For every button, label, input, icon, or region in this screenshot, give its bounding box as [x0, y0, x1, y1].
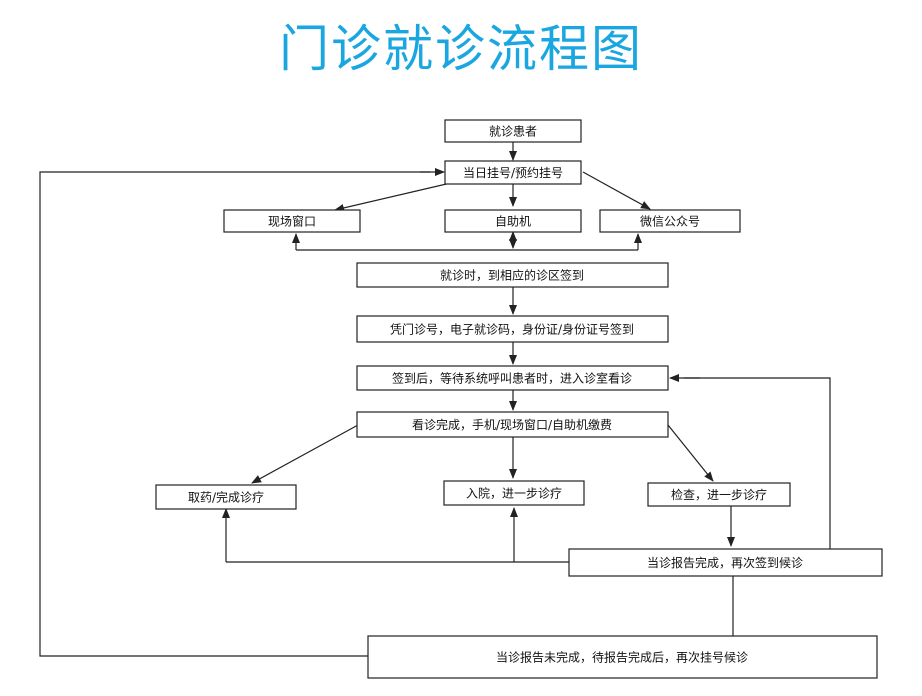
arrow-register-to-wechat: [582, 171, 651, 210]
node-register-label: 当日挂号/预约挂号: [463, 165, 563, 180]
node-wechat: 微信公众号: [599, 209, 741, 233]
node-window: 现场窗口: [223, 209, 361, 233]
node-checkin-id-label: 凭门诊号，电子就诊码，身份证/身份证号签到: [390, 322, 634, 337]
node-kiosk-label: 自助机: [495, 215, 531, 229]
node-window-label: 现场窗口: [268, 215, 316, 229]
node-hospitalize: 入院，进一步诊疗: [443, 480, 585, 506]
node-pay-label: 看诊完成，手机/现场窗口/自助机缴费: [412, 417, 612, 432]
node-kiosk: 自助机: [444, 209, 582, 233]
arrow-register-to-window: [334, 181, 456, 212]
pending-return-line: [39, 171, 430, 657]
node-report-done-label: 当诊报告完成，再次签到候诊: [647, 555, 803, 570]
node-medicine-label: 取药/完成诊疗: [188, 490, 264, 505]
report-to-wait-line: [684, 377, 831, 549]
node-hospitalize-label: 入院，进一步诊疗: [466, 487, 562, 501]
node-checkin-area-label: 就诊时，到相应的诊区签到: [440, 268, 584, 283]
node-report-done: 当诊报告完成，再次签到候诊: [568, 548, 883, 577]
node-wechat-label: 微信公众号: [640, 215, 700, 229]
page-title: 门诊就诊流程图: [279, 20, 643, 78]
node-checkin-area: 就诊时，到相应的诊区签到: [356, 262, 669, 288]
node-wait-call-label: 签到后，等待系统呼叫患者时，进入诊室看诊: [392, 371, 632, 386]
node-medicine: 取药/完成诊疗: [155, 484, 297, 510]
node-report-pending: 当诊报告未完成，待报告完成后，再次挂号候诊: [367, 635, 878, 679]
node-report-pending-label: 当诊报告未完成，待报告完成后，再次挂号候诊: [496, 650, 748, 665]
node-checkin-id: 凭门诊号，电子就诊码，身份证/身份证号签到: [356, 315, 669, 343]
node-register: 当日挂号/预约挂号: [444, 160, 582, 185]
arrow-pay-to-medicine: [251, 424, 359, 484]
node-patient-label: 就诊患者: [489, 125, 537, 139]
connectors: [39, 142, 831, 657]
node-patient: 就诊患者: [444, 119, 582, 143]
node-exam-label: 检查，进一步诊疗: [671, 487, 767, 502]
node-wait-call: 签到后，等待系统呼叫患者时，进入诊室看诊: [356, 365, 669, 391]
node-pay: 看诊完成，手机/现场窗口/自助机缴费: [356, 411, 669, 438]
node-exam: 检查，进一步诊疗: [647, 482, 791, 507]
arrow-pay-to-exam: [667, 424, 714, 482]
